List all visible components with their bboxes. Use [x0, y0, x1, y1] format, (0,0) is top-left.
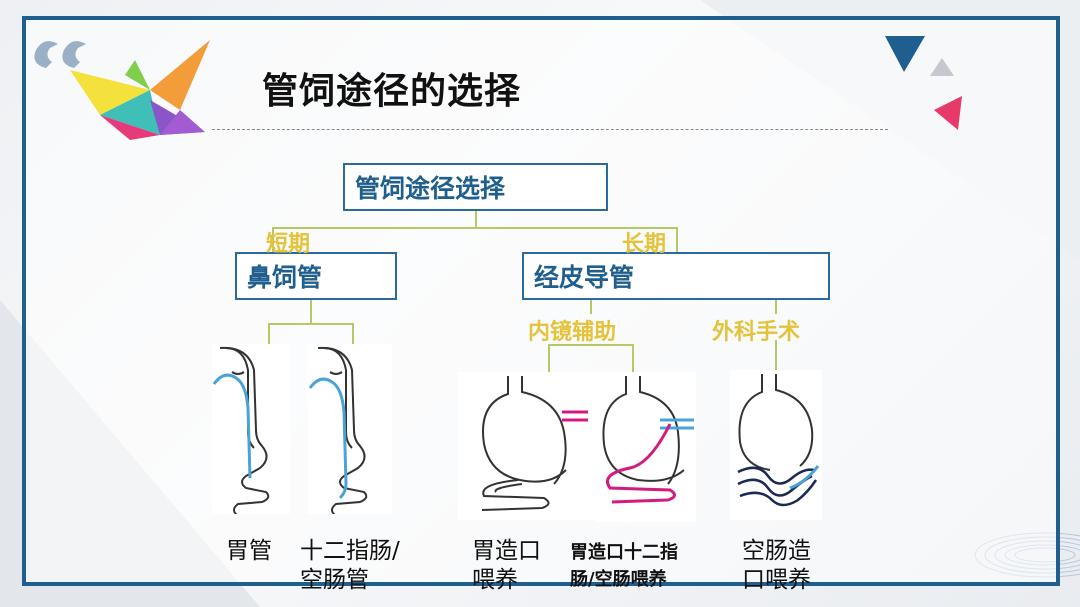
nasal-tube-label: 鼻饲管 [247, 263, 323, 292]
connector [268, 323, 354, 325]
caption-line: 空肠造 [742, 538, 811, 564]
caption-gastric-tube: 胃管 [226, 537, 272, 566]
connector [352, 323, 354, 345]
percutaneous-node: 经皮导管 [522, 252, 830, 300]
caption-line: 空肠管 [300, 567, 369, 593]
percutaneous-label: 经皮导管 [534, 263, 635, 292]
caption-line: 口喂养 [742, 567, 811, 593]
jejunostomy-illustration [730, 370, 822, 520]
gastric-tube-illustration [212, 344, 290, 514]
connector [590, 300, 592, 314]
connector [272, 227, 274, 253]
connector [268, 323, 270, 345]
caption-line: 胃造口十二指 [570, 542, 678, 563]
caption-gastro-duodenal: 胃造口十二指 肠/空肠喂养 [570, 539, 678, 593]
caption-line: 喂养 [472, 567, 518, 593]
root-node-label: 管饲途径选择 [355, 174, 506, 203]
connector [475, 210, 477, 228]
gastrostomy-illustration [458, 372, 596, 520]
caption-line: 十二指肠/ [300, 538, 400, 564]
endoscopic-label: 内镜辅助 [528, 320, 617, 345]
long-term-label: 长期 [622, 232, 667, 257]
gastro-jejunal-illustration [596, 372, 696, 522]
connector [775, 340, 777, 370]
connector [310, 300, 312, 324]
duodenal-tube-illustration [308, 344, 392, 514]
caption-gastrostomy: 胃造口 喂养 [472, 537, 541, 595]
title-divider [212, 129, 888, 130]
connector [676, 227, 678, 253]
caption-line: 肠/空肠喂养 [570, 569, 667, 590]
connector [548, 344, 634, 346]
surgical-label: 外科手术 [712, 320, 801, 345]
nasal-tube-node: 鼻饲管 [235, 252, 397, 300]
caption-line: 胃造口 [472, 538, 541, 564]
root-node: 管饲途径选择 [343, 163, 608, 211]
short-term-label: 短期 [266, 232, 311, 257]
caption-jejunostomy: 空肠造 口喂养 [742, 537, 811, 595]
decorative-triangles [885, 36, 962, 130]
connector [548, 344, 550, 372]
connector [272, 227, 678, 229]
page-title: 管饲途径的选择 [262, 71, 522, 112]
connector [775, 300, 777, 314]
caption-line: 胃管 [226, 538, 272, 564]
connector [632, 344, 634, 372]
origami-bird-logo [34, 40, 210, 140]
caption-duodenal-tube: 十二指肠/ 空肠管 [300, 537, 400, 595]
